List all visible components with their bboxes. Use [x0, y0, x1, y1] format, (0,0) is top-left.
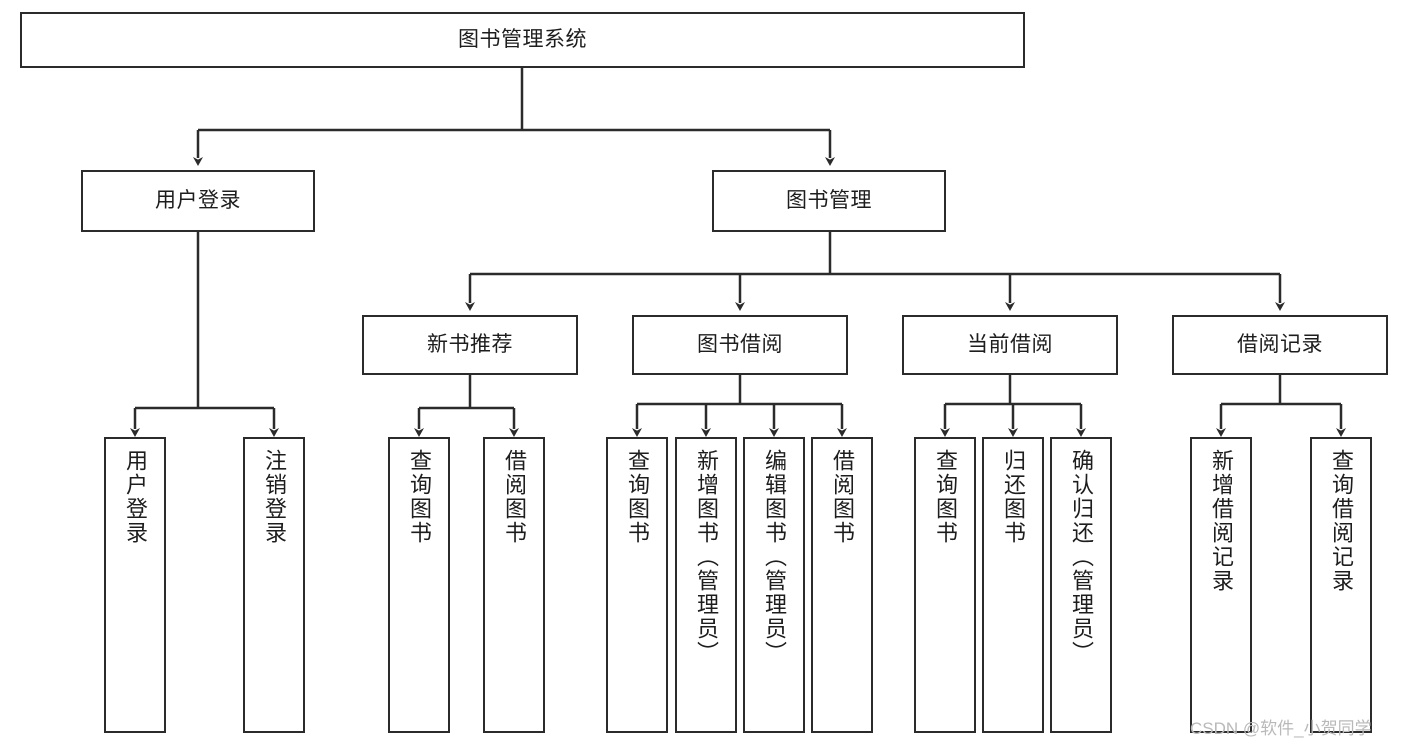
node-borrow-edit-book[interactable]: 编辑图书（管理员） — [743, 437, 805, 733]
node-recommend-borrow-book[interactable]: 借阅图书 — [483, 437, 545, 733]
node-current-confirm-return-label: 确认归还（管理员） — [1069, 449, 1094, 665]
node-record-query-label: 查询借阅记录 — [1329, 449, 1354, 593]
node-borrow-record[interactable]: 借阅记录 — [1172, 315, 1388, 375]
node-current-confirm-return[interactable]: 确认归还（管理员） — [1050, 437, 1112, 733]
node-current-return-book[interactable]: 归还图书 — [982, 437, 1044, 733]
node-borrow-add-book[interactable]: 新增图书（管理员） — [675, 437, 737, 733]
node-borrow-query-book[interactable]: 查询图书 — [606, 437, 668, 733]
node-user-logout[interactable]: 注销登录 — [243, 437, 305, 733]
node-borrow-add-book-label: 新增图书（管理员） — [694, 449, 719, 665]
node-record-query[interactable]: 查询借阅记录 — [1310, 437, 1372, 733]
node-recommend-query-book[interactable]: 查询图书 — [388, 437, 450, 733]
node-root[interactable]: 图书管理系统 — [20, 12, 1025, 68]
node-book-borrow[interactable]: 图书借阅 — [632, 315, 848, 375]
node-borrow-edit-book-label: 编辑图书（管理员） — [762, 449, 787, 665]
node-user-login-do[interactable]: 用户登录 — [104, 437, 166, 733]
node-current-borrow-label: 当前借阅 — [967, 333, 1053, 357]
node-new-book-recommend[interactable]: 新书推荐 — [362, 315, 578, 375]
node-current-borrow[interactable]: 当前借阅 — [902, 315, 1118, 375]
node-record-add[interactable]: 新增借阅记录 — [1190, 437, 1252, 733]
node-recommend-query-book-label: 查询图书 — [407, 449, 432, 545]
node-book-borrow-label: 图书借阅 — [697, 333, 783, 357]
node-user-login-do-label: 用户登录 — [123, 449, 148, 545]
node-book-manage-label: 图书管理 — [786, 189, 872, 213]
node-borrow-borrow-book-label: 借阅图书 — [830, 449, 855, 545]
node-book-manage[interactable]: 图书管理 — [712, 170, 946, 232]
node-user-logout-label: 注销登录 — [262, 449, 287, 545]
node-borrow-borrow-book[interactable]: 借阅图书 — [811, 437, 873, 733]
node-current-return-book-label: 归还图书 — [1001, 449, 1026, 545]
node-recommend-borrow-book-label: 借阅图书 — [502, 449, 527, 545]
node-borrow-query-book-label: 查询图书 — [625, 449, 650, 545]
node-current-query-book[interactable]: 查询图书 — [914, 437, 976, 733]
node-root-label: 图书管理系统 — [458, 28, 587, 52]
node-borrow-record-label: 借阅记录 — [1237, 333, 1323, 357]
node-record-add-label: 新增借阅记录 — [1209, 449, 1234, 593]
node-user-login-label: 用户登录 — [155, 189, 241, 213]
node-user-login[interactable]: 用户登录 — [81, 170, 315, 232]
node-current-query-book-label: 查询图书 — [933, 449, 958, 545]
node-new-book-recommend-label: 新书推荐 — [427, 333, 513, 357]
csdn-watermark: CSDN @软件_小贺同学 — [1190, 719, 1372, 738]
